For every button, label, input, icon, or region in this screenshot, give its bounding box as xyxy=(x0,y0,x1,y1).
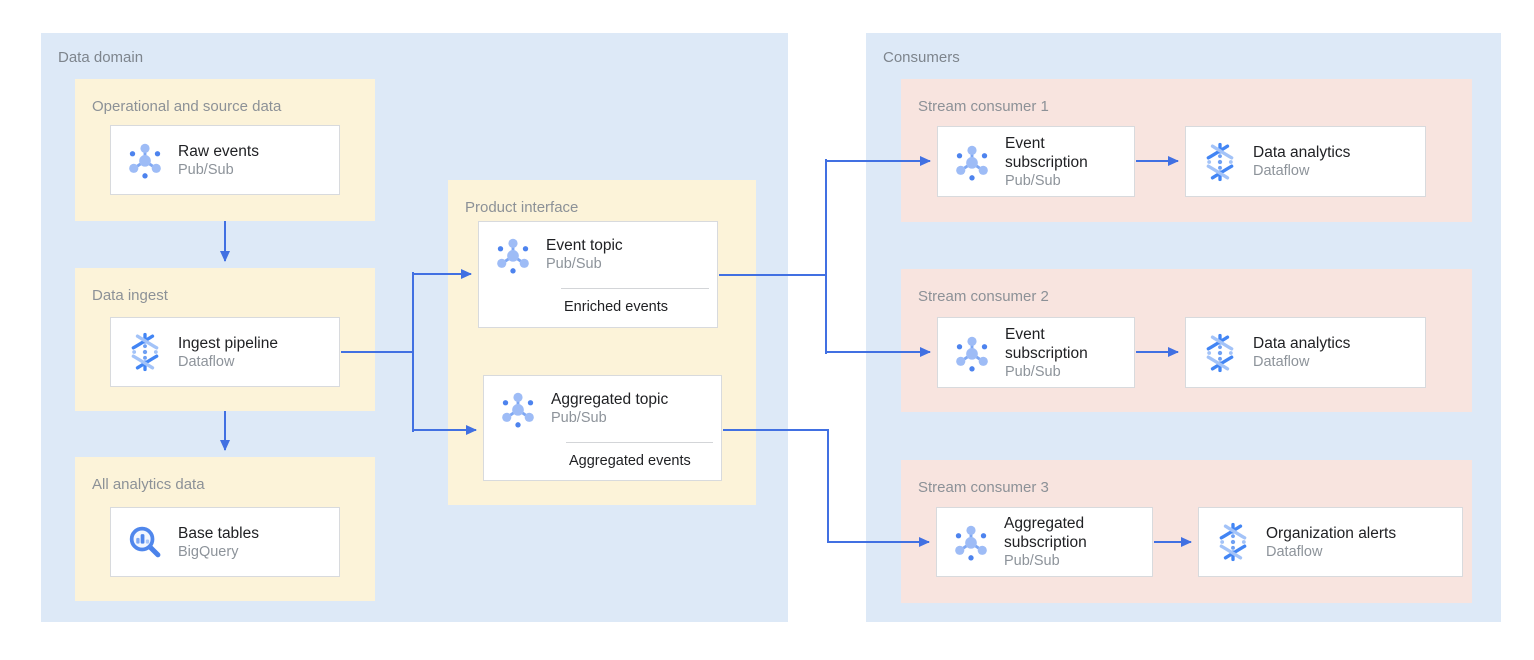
group-stream-consumer-1: Stream consumer 1 Event subscription Pub… xyxy=(901,79,1472,222)
pubsub-icon xyxy=(952,333,992,373)
card-title: Event subscription xyxy=(1005,325,1088,362)
card-subtitle: Pub/Sub xyxy=(1005,363,1061,380)
card-title: Organization alerts xyxy=(1266,524,1397,542)
consumers-label: Consumers xyxy=(883,49,960,66)
pubsub-icon xyxy=(493,235,533,275)
data-domain-label: Data domain xyxy=(58,49,144,66)
card-event-topic: Event topic Pub/Sub Enriched events xyxy=(478,221,718,328)
card-data-analytics-2: Data analytics Dataflow xyxy=(1185,317,1426,388)
data-domain-container: Data domain Operational and source data … xyxy=(41,33,788,622)
card-subtitle: Pub/Sub xyxy=(1005,172,1061,189)
card-note: Enriched events xyxy=(564,299,668,315)
card-subtitle: Pub/Sub xyxy=(546,256,602,272)
pubsub-icon xyxy=(952,142,992,182)
card-organization-alerts: Organization alerts Dataflow xyxy=(1198,507,1463,577)
group-label: Data ingest xyxy=(92,287,168,304)
card-title: Data analytics xyxy=(1253,144,1351,161)
group-label: Stream consumer 3 xyxy=(918,479,1049,496)
group-all-analytics-data: All analytics data Base tables BigQuery xyxy=(75,457,375,601)
card-raw-events: Raw events Pub/Sub xyxy=(110,125,340,195)
dataflow-icon xyxy=(1200,142,1240,182)
card-subtitle: BigQuery xyxy=(178,543,239,560)
card-title: Aggregated topic xyxy=(551,391,669,408)
card-title: Event subscription xyxy=(1005,134,1088,171)
group-data-ingest: Data ingest Ingest pipeline Dataflow xyxy=(75,268,375,411)
group-operational-source-data: Operational and source data Raw events P… xyxy=(75,79,375,221)
card-subtitle: Dataflow xyxy=(178,353,235,370)
group-stream-consumer-2: Stream consumer 2 Event subscription Pub… xyxy=(901,269,1472,412)
card-subtitle: Pub/Sub xyxy=(178,161,234,178)
card-title: Raw events xyxy=(178,142,259,160)
card-base-tables: Base tables BigQuery xyxy=(110,507,340,577)
card-aggregated-topic: Aggregated topic Pub/Sub Aggregated even… xyxy=(483,375,722,481)
card-note: Aggregated events xyxy=(569,453,691,469)
dataflow-icon xyxy=(1200,333,1240,373)
card-subtitle: Dataflow xyxy=(1253,163,1310,179)
card-subtitle: Pub/Sub xyxy=(1004,553,1060,569)
dataflow-icon xyxy=(125,332,165,372)
group-label: Product interface xyxy=(465,199,579,216)
card-title: Base tables xyxy=(178,524,259,542)
card-title: Aggregated subscription xyxy=(1004,515,1087,551)
card-divider xyxy=(566,442,713,443)
card-data-analytics-1: Data analytics Dataflow xyxy=(1185,126,1426,197)
card-subtitle: Dataflow xyxy=(1266,543,1323,560)
group-label: Stream consumer 2 xyxy=(918,288,1049,305)
bigquery-icon xyxy=(125,522,165,562)
card-aggregated-subscription: Aggregated subscription Pub/Sub xyxy=(936,507,1153,577)
pubsub-icon xyxy=(951,522,991,562)
card-event-subscription-1: Event subscription Pub/Sub xyxy=(937,126,1135,197)
dataflow-icon xyxy=(1213,522,1253,562)
card-subtitle: Dataflow xyxy=(1253,354,1310,370)
group-label: Stream consumer 1 xyxy=(918,98,1049,115)
group-label: All analytics data xyxy=(92,476,205,493)
card-subtitle: Pub/Sub xyxy=(551,410,607,426)
card-event-subscription-2: Event subscription Pub/Sub xyxy=(937,317,1135,388)
group-label: Operational and source data xyxy=(92,98,282,115)
card-divider xyxy=(561,288,709,289)
card-title: Ingest pipeline xyxy=(178,334,278,352)
consumers-container: Consumers Stream consumer 1 Event subscr… xyxy=(866,33,1501,622)
pubsub-icon xyxy=(125,140,165,180)
card-title: Event topic xyxy=(546,237,623,254)
group-product-interface: Product interface Event topic Pub/Sub En… xyxy=(448,180,756,505)
pubsub-icon xyxy=(498,389,538,429)
card-title: Data analytics xyxy=(1253,335,1351,352)
group-stream-consumer-3: Stream consumer 3 Aggregated subscriptio… xyxy=(901,460,1472,603)
card-ingest-pipeline: Ingest pipeline Dataflow xyxy=(110,317,340,387)
